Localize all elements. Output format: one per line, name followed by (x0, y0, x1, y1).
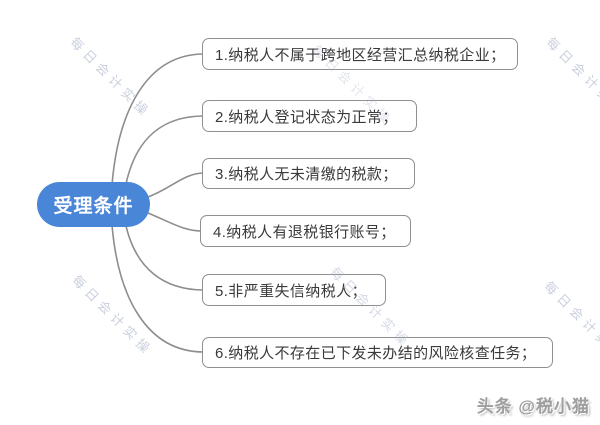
connector-branch-3 (147, 172, 205, 198)
branch-node-1: 1.纳税人不属于跨地区经营汇总纳税企业； (202, 38, 518, 70)
connector-branch-5 (125, 225, 205, 291)
connector-branch-2 (125, 115, 205, 185)
branch-node-label: 4.纳税人有退税银行账号； (213, 223, 396, 241)
branch-node-label: 6.纳税人不存在已下发未办结的风险核查任务； (215, 345, 537, 362)
branch-node-6: 6.纳税人不存在已下发未办结的风险核查任务； (202, 337, 553, 368)
branch-node-3: 3.纳税人无未清缴的税款； (202, 158, 415, 189)
root-node-label: 受理条件 (53, 196, 134, 217)
branch-node-2: 2.纳税人登记状态为正常； (202, 100, 417, 132)
branch-node-label: 3.纳税人无未清缴的税款； (215, 166, 398, 183)
connector-branch-6 (111, 224, 205, 353)
branch-node-5: 5.非严重失信纳税人； (202, 274, 386, 306)
branch-node-label: 5.非严重失信纳税人； (215, 282, 367, 300)
branch-node-label: 2.纳税人登记状态为正常； (215, 108, 398, 126)
connector-branch-1 (111, 53, 205, 186)
connector-branch-4 (147, 212, 203, 232)
branch-node-label: 1.纳税人不属于跨地区经营汇总纳税企业； (215, 46, 506, 64)
root-node: 受理条件 (37, 182, 150, 227)
branch-node-4: 4.纳税人有退税银行账号； (200, 215, 411, 247)
credit-watermark: 头条 @税小猫 (476, 397, 590, 416)
